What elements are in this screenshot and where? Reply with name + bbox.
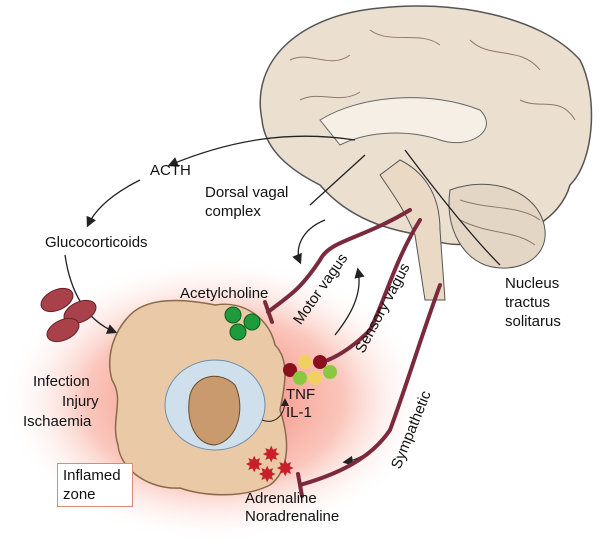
- sensory-vagus-nerve: [326, 218, 422, 362]
- il1-label: IL-1: [286, 404, 312, 421]
- noradrenaline-label: Noradrenaline: [245, 508, 340, 525]
- red-blood-cell: [46, 317, 80, 343]
- inflamed-zone-box: Inflamed zone: [57, 463, 133, 507]
- dorsal-vagal-complex-label-line2: complex: [205, 203, 261, 220]
- glucocorticoids-label: Glucocorticoids: [45, 234, 148, 251]
- cytokine-molecule: [298, 355, 312, 369]
- acth-label: ACTH: [150, 162, 191, 179]
- acetylcholine-molecule: [229, 323, 247, 341]
- inflamed-zone-label-line1: Inflamed: [63, 467, 121, 484]
- cytokine-molecule: [313, 355, 327, 369]
- adrenaline-label: Adrenaline: [245, 490, 317, 507]
- acetylcholine-molecule: [243, 313, 261, 331]
- catecholamine-molecule: ✸: [276, 457, 294, 482]
- sympathetic-nerve: [298, 283, 442, 487]
- catecholamine-molecule: ✸: [258, 463, 276, 488]
- acetylcholine-molecule: [224, 306, 242, 324]
- cytokine-molecule: [308, 371, 322, 385]
- nts-label-line1: Nucleus: [505, 275, 560, 292]
- cytokine-molecule: [283, 363, 297, 377]
- motor-vagus-nerve: [266, 208, 412, 314]
- cell-nucleus: [188, 375, 241, 446]
- cerebellum: [448, 183, 546, 269]
- catecholamine-molecule: ✸: [245, 453, 263, 478]
- red-blood-cell: [40, 287, 74, 313]
- nts-label-line2: tractus: [505, 294, 551, 311]
- catecholamine-molecule: ✸: [262, 443, 280, 468]
- inflamed-zone-label-line2: zone: [63, 486, 96, 503]
- dorsal-vagal-complex-label-line1: Dorsal vagal: [205, 184, 289, 201]
- ischaemia-label: Ischaemia: [23, 413, 92, 430]
- cytokine-molecule: [323, 365, 337, 379]
- injury-label: Injury: [62, 393, 99, 410]
- cytokine-molecule: [293, 371, 307, 385]
- infection-label: Infection: [33, 373, 90, 390]
- tnf-label: TNF: [286, 386, 316, 403]
- acetylcholine-label: Acetylcholine: [180, 285, 269, 302]
- nts-label-line3: solitarus: [505, 313, 561, 330]
